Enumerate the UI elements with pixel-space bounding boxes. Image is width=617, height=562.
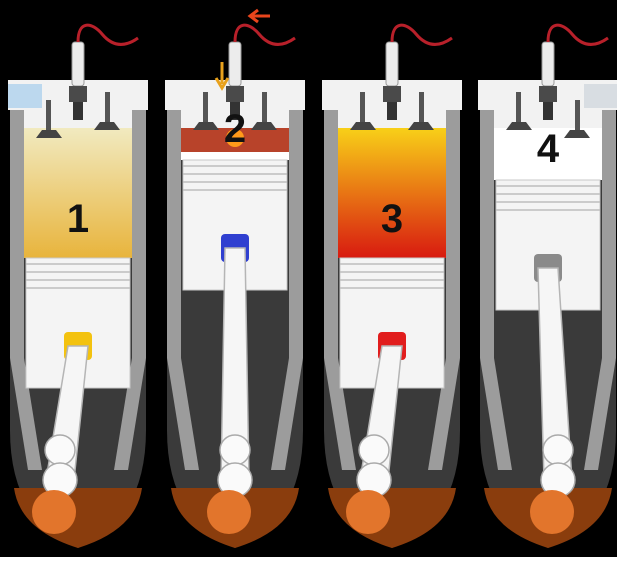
cylinder-wall-left — [167, 108, 181, 358]
crank-counterweight — [207, 490, 251, 534]
cylinder-wall-right — [289, 108, 303, 358]
crank-counterweight — [346, 490, 390, 534]
cylinder-wall-right — [132, 108, 146, 358]
stroke-number-2: 2 — [224, 107, 246, 151]
stroke-number-3: 3 — [381, 197, 403, 241]
engine-panel-3: 3 — [322, 25, 462, 548]
engine-panel-2: 2 — [165, 25, 305, 548]
cylinder-wall-right — [602, 108, 616, 358]
cylinder-wall-left — [324, 108, 338, 358]
intake-port-air — [8, 84, 42, 108]
stroke-number-4: 4 — [537, 127, 560, 171]
stroke-number-1: 1 — [67, 197, 89, 241]
crank-counterweight — [530, 490, 574, 534]
exhaust-port-gas — [584, 84, 617, 108]
engine-panel-4: 4 — [478, 25, 617, 548]
cylinder-wall-left — [480, 108, 494, 358]
cylinder-wall-left — [10, 108, 24, 358]
crank-counterweight — [32, 490, 76, 534]
cylinder-wall-right — [446, 108, 460, 358]
engine-panel-1: 1 — [8, 25, 148, 548]
